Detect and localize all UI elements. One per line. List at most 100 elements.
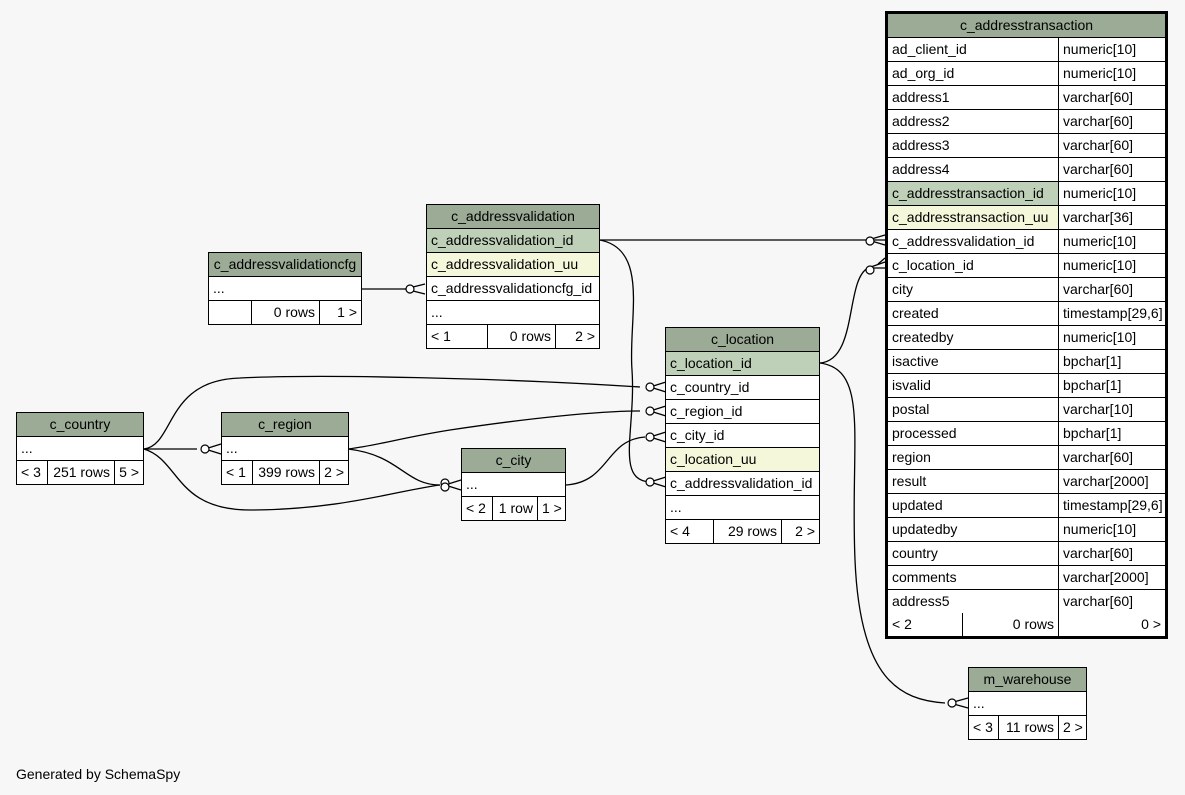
- edge-region-location: [347, 410, 641, 450]
- table-c_addressvalidationcfg[interactable]: c_addressvalidationcfg ... 0 rows 1 >: [208, 252, 362, 325]
- column-type: varchar[60]: [1058, 590, 1165, 613]
- column-row: isvalid bpchar[1]: [888, 374, 1165, 398]
- column-c_region_id: c_region_id: [670, 403, 743, 419]
- row-count: 0 rows: [962, 613, 1058, 636]
- column-name: region: [892, 449, 931, 465]
- table-title: c_region: [222, 413, 348, 437]
- column-type: varchar[60]: [1058, 110, 1165, 133]
- children-count[interactable]: 2 >: [781, 520, 819, 543]
- table-title: c_city: [462, 449, 565, 473]
- column-row: isactive bpchar[1]: [888, 350, 1165, 374]
- column-c_location_uu: c_location_uu: [666, 448, 819, 471]
- column-name: created: [892, 305, 939, 321]
- edge-region-city: [347, 448, 441, 486]
- table-title: c_addresstransaction: [888, 14, 1165, 38]
- column-name: postal: [892, 401, 930, 417]
- table-c_city[interactable]: c_city ... < 2 1 row 1 >: [461, 448, 566, 521]
- row-count: 399 rows: [252, 461, 319, 484]
- column-c_addressvalidation_id: c_addressvalidation_id: [670, 475, 813, 491]
- column-type: numeric[10]: [1058, 38, 1165, 61]
- column-name: address4: [892, 161, 950, 177]
- table-title: c_location: [666, 328, 819, 352]
- column-type: varchar[60]: [1058, 278, 1165, 301]
- table-c_location[interactable]: c_location c_location_id c_country_id c_…: [665, 327, 820, 544]
- column-ellipsis: ...: [466, 476, 478, 492]
- parents-count[interactable]: < 2: [892, 616, 912, 632]
- children-count[interactable]: 0 >: [1058, 613, 1165, 636]
- table-c_addressvalidation[interactable]: c_addressvalidation c_addressvalidation_…: [426, 204, 600, 349]
- column-name: updated: [892, 497, 943, 513]
- row-count: 251 rows: [47, 461, 114, 484]
- parents-count[interactable]: < 1: [431, 328, 451, 344]
- edge-location-addresstransaction: [819, 267, 869, 364]
- parents-count[interactable]: [209, 301, 251, 324]
- column-ellipsis: ...: [670, 499, 682, 515]
- table-title: c_addressvalidationcfg: [209, 253, 361, 277]
- column-name: c_addresstransaction_uu: [888, 206, 1058, 229]
- column-type: numeric[10]: [1058, 62, 1165, 85]
- table-c_region[interactable]: c_region ... < 1 399 rows 2 >: [221, 412, 349, 485]
- column-name: result: [892, 473, 927, 489]
- column-type: varchar[60]: [1058, 134, 1165, 157]
- parents-count[interactable]: < 1: [226, 464, 246, 480]
- column-ellipsis: ...: [431, 304, 443, 320]
- column-ellipsis: ...: [226, 440, 238, 456]
- parents-count[interactable]: < 2: [466, 500, 486, 516]
- edge-city-location: [565, 436, 646, 486]
- column-name: city: [892, 281, 913, 297]
- column-c_city_id: c_city_id: [670, 427, 725, 443]
- column-ellipsis: ...: [973, 695, 985, 711]
- children-count[interactable]: 1 >: [319, 301, 361, 324]
- parents-count[interactable]: < 3: [21, 464, 41, 480]
- column-row: c_addressvalidation_id numeric[10]: [888, 230, 1165, 254]
- column-name: isvalid: [892, 377, 931, 393]
- children-count[interactable]: 2 >: [555, 325, 599, 348]
- column-row: region varchar[60]: [888, 446, 1165, 470]
- edge-country-location: [143, 375, 641, 450]
- column-type: numeric[10]: [1058, 518, 1165, 541]
- children-count[interactable]: 2 >: [319, 461, 348, 484]
- children-count[interactable]: 2 >: [1058, 716, 1086, 739]
- column-type: varchar[2000]: [1058, 566, 1165, 589]
- row-count: 29 rows: [713, 520, 781, 543]
- column-type: numeric[10]: [1058, 230, 1165, 253]
- column-c_addressvalidation_uu: c_addressvalidation_uu: [427, 253, 599, 276]
- column-name: c_addressvalidation_id: [892, 233, 1035, 249]
- column-type: varchar[36]: [1058, 206, 1165, 229]
- table-title: c_country: [17, 413, 143, 437]
- column-type: numeric[10]: [1058, 254, 1165, 277]
- children-count[interactable]: 5 >: [114, 461, 143, 484]
- parents-count[interactable]: < 3: [973, 719, 993, 735]
- row-count: 0 rows: [251, 301, 319, 324]
- children-count[interactable]: 1 >: [537, 497, 565, 520]
- column-type: varchar[60]: [1058, 446, 1165, 469]
- generated-by-label: Generated by SchemaSpy: [16, 766, 181, 782]
- column-c_addressvalidationcfg_id: c_addressvalidationcfg_id: [431, 280, 593, 296]
- column-name: isactive: [892, 353, 939, 369]
- column-ellipsis: ...: [213, 280, 225, 296]
- column-type: bpchar[1]: [1058, 422, 1165, 445]
- column-type: varchar[60]: [1058, 86, 1165, 109]
- column-type: timestamp[29,6]: [1058, 302, 1165, 325]
- column-row: created timestamp[29,6]: [888, 302, 1165, 326]
- table-c_country[interactable]: c_country ... < 3 251 rows 5 >: [16, 412, 144, 485]
- table-m_warehouse[interactable]: m_warehouse ... < 3 11 rows 2 >: [968, 667, 1087, 740]
- column-c_country_id: c_country_id: [670, 379, 750, 395]
- parents-count[interactable]: < 4: [670, 523, 690, 539]
- column-c_addressvalidation_id: c_addressvalidation_id: [427, 229, 599, 252]
- column-type: bpchar[1]: [1058, 350, 1165, 373]
- column-type: bpchar[1]: [1058, 374, 1165, 397]
- row-count: 0 rows: [487, 325, 555, 348]
